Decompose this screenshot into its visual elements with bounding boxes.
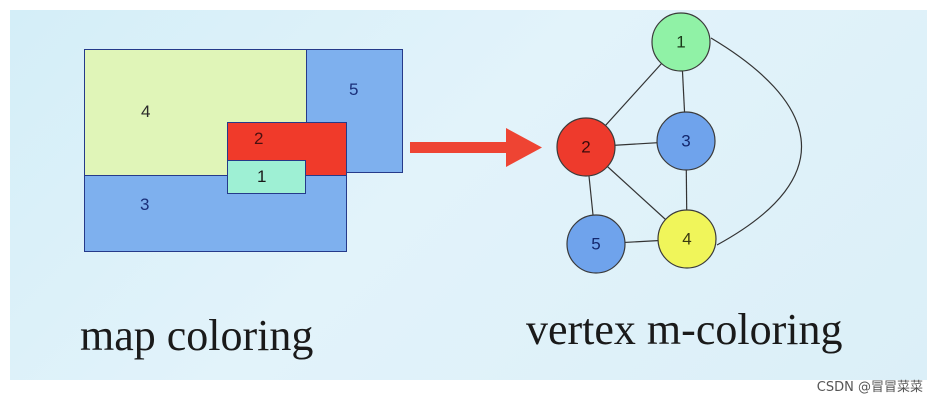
arrow-right-icon	[410, 128, 542, 167]
map-region-4: 4	[84, 49, 308, 183]
graph-node-labels: 1 2 3 4 5	[581, 33, 691, 254]
map-region-4-label: 4	[141, 102, 151, 121]
vertex-graph: 1 2 3 4 5	[556, 12, 803, 274]
vertex-3-label: 3	[681, 132, 690, 151]
map-coloring-caption: map coloring	[80, 311, 314, 360]
vertex-4	[657, 209, 717, 269]
vertex-5	[566, 214, 626, 274]
vertex-4-label: 4	[682, 230, 691, 249]
vertex-coloring-caption: vertex m-coloring	[526, 305, 843, 354]
map-region-2-label: 2	[254, 129, 264, 148]
watermark: CSDN @冒冒菜菜	[816, 380, 923, 395]
edge-1-4	[710, 37, 803, 246]
graph-nodes	[556, 12, 717, 274]
slide-canvas: 4 5 3 2 1	[10, 10, 927, 380]
vertex-2	[556, 117, 616, 177]
vertex-5-label: 5	[591, 235, 600, 254]
vertex-1	[651, 12, 711, 72]
vertex-2-label: 2	[581, 138, 590, 157]
map-region-1-label: 1	[257, 167, 267, 186]
vertex-1-label: 1	[676, 33, 685, 52]
map-region-3: 3	[84, 175, 347, 252]
map-region-5-label: 5	[349, 80, 359, 99]
map-region-3-label: 3	[140, 195, 150, 214]
vertex-3	[656, 111, 716, 171]
map-region-1: 1	[227, 160, 306, 194]
